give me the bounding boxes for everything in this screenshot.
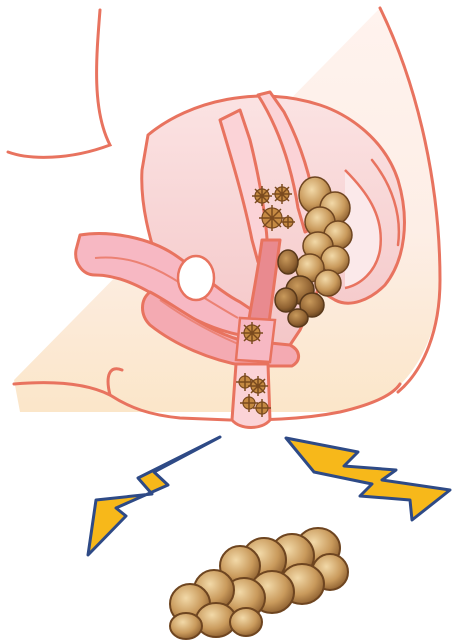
- stool-icon: [170, 528, 348, 639]
- germ-icon: [252, 186, 272, 206]
- anal-canal: [232, 364, 271, 428]
- lightning-bolt-icon: [286, 438, 450, 520]
- germ-icon: [248, 376, 268, 396]
- germ-icon: [272, 184, 292, 204]
- germ-icon: [241, 322, 263, 344]
- lightning-bolt-icon: [88, 437, 220, 555]
